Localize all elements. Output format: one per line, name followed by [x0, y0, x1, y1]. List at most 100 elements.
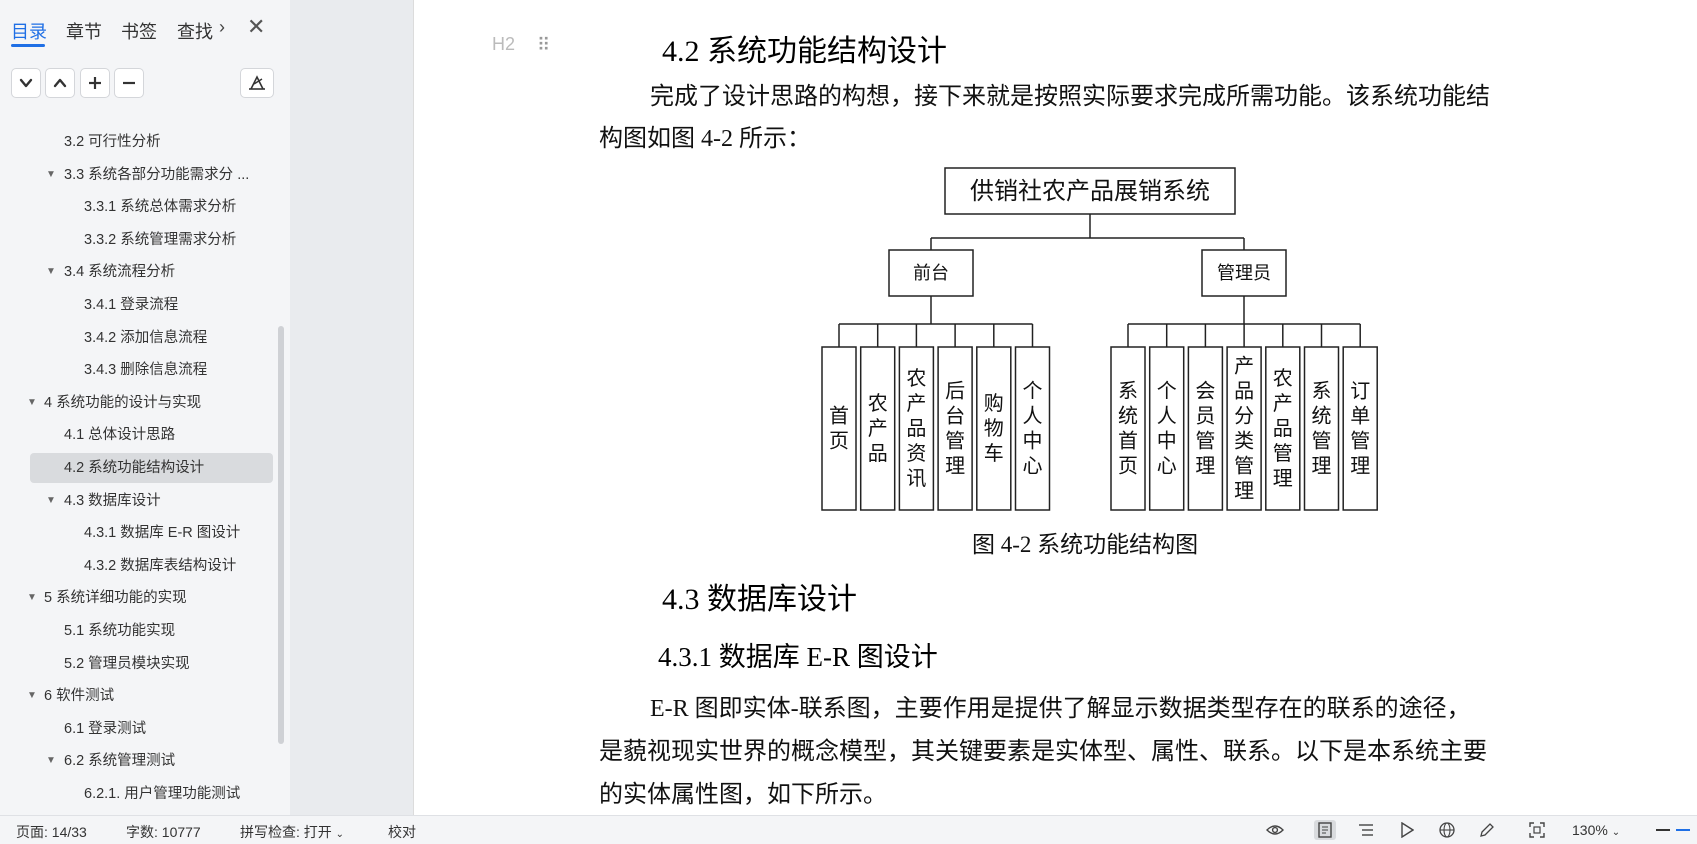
- leaf-char: 管: [1273, 441, 1293, 465]
- leaf-char: 单: [1350, 404, 1370, 428]
- toc-item-label: 3.4.1 登录流程: [84, 297, 179, 313]
- toc-item[interactable]: 3.2 可行性分析: [0, 127, 290, 157]
- leaf-char: 管: [1350, 429, 1370, 453]
- scrollbar[interactable]: [278, 326, 284, 744]
- chevron-down-icon: [19, 78, 33, 88]
- toc-item[interactable]: 3.4.1 登录流程: [0, 290, 290, 320]
- eye-icon[interactable]: [1264, 820, 1286, 840]
- leaf-char: 首: [1118, 429, 1138, 453]
- proofread-button[interactable]: 校对: [388, 824, 416, 840]
- leaf-char: 会: [1195, 379, 1215, 403]
- toc-item[interactable]: 3.4.2 添加信息流程: [0, 323, 290, 353]
- diagram-group-label: 管理员: [1217, 263, 1271, 284]
- expand-triangle-icon[interactable]: ▼: [27, 690, 37, 701]
- tab-bookmarks[interactable]: 书签: [121, 22, 157, 42]
- spellcheck-label: 拼写检查: 打开: [240, 824, 332, 840]
- paragraph-1-line-1: 完成了设计思路的构想，接下来就是按照实际要求完成所需功能。该系统功能结: [650, 84, 1490, 110]
- expand-triangle-icon[interactable]: ▼: [46, 495, 56, 506]
- leaf-char: 系: [1312, 379, 1332, 403]
- toc-item[interactable]: 4.1 总体设计思路: [0, 420, 290, 450]
- web-view-icon[interactable]: [1436, 820, 1458, 840]
- tab-chapters[interactable]: 章节: [66, 22, 102, 42]
- toc-item[interactable]: ▼4 系统功能的设计与实现: [0, 388, 290, 418]
- close-icon[interactable]: ✕: [247, 14, 266, 39]
- toc-item[interactable]: ▼ 5 系统详细功能的实现: [0, 583, 290, 613]
- spellcheck-toggle[interactable]: 拼写检查: 打开 ⌄: [240, 822, 344, 842]
- toc-item[interactable]: 3.3.1 系统总体需求分析: [0, 192, 290, 222]
- diagram-leaf-node: [1014, 346, 1051, 511]
- collapse-all-button[interactable]: [11, 68, 41, 98]
- remove-item-button[interactable]: [114, 68, 144, 98]
- toc-item-label: 6 软件测试: [44, 688, 115, 704]
- toc-item[interactable]: 6.2.1. 用户管理功能测试: [0, 779, 290, 809]
- drag-handle-icon[interactable]: ⠿: [537, 35, 550, 55]
- zoom-value: 130%: [1572, 822, 1608, 838]
- outline-view-icon[interactable]: [1355, 820, 1377, 840]
- page-view-icon[interactable]: [1314, 820, 1336, 840]
- selected-highlight: [30, 453, 273, 483]
- smart-toc-button[interactable]: [240, 68, 274, 98]
- toc-item[interactable]: ▼ 4.3 数据库设计: [0, 486, 290, 516]
- leaf-char: 管: [1234, 454, 1254, 478]
- toc-item-label: 3.3.1 系统总体需求分析: [84, 199, 237, 215]
- diagram-leaf-node: [1110, 346, 1146, 511]
- tab-toc[interactable]: 目录: [11, 22, 47, 42]
- toc-item-label: 5.1 系统功能实现: [64, 623, 176, 639]
- pen-icon[interactable]: [1476, 820, 1498, 840]
- tab-find[interactable]: 查找: [177, 22, 213, 42]
- paragraph-2-line-3: 的实体属性图，如下所示。: [599, 782, 887, 808]
- leaf-char: 理: [945, 454, 965, 478]
- zoom-slider[interactable]: [1676, 820, 1690, 840]
- leaf-char: 页: [1118, 454, 1138, 478]
- toc-item-label: 4.2 系统功能结构设计: [64, 460, 205, 476]
- toc-item[interactable]: 3.3.2 系统管理需求分析: [0, 225, 290, 255]
- document-content: H2 ⠿ 4.2 系统功能结构设计 完成了设计思路的构想，接下来就是按照实际要求…: [414, 0, 1697, 815]
- expand-triangle-icon[interactable]: ▼: [46, 169, 56, 180]
- leaf-char: 人: [1157, 404, 1177, 428]
- zoom-out-icon[interactable]: [1652, 820, 1674, 840]
- expand-all-button[interactable]: [45, 68, 75, 98]
- zoom-level[interactable]: 130% ⌄: [1572, 822, 1620, 838]
- active-tab-indicator: [11, 44, 45, 47]
- page-indicator[interactable]: 页面: 14/33: [16, 824, 87, 840]
- diagram-leaf-node: [1148, 346, 1185, 511]
- expand-triangle-icon[interactable]: ▼: [46, 266, 56, 277]
- expand-triangle-icon[interactable]: ▼: [27, 592, 37, 603]
- fit-screen-icon[interactable]: [1526, 820, 1548, 840]
- leaf-char: 管: [1312, 429, 1332, 453]
- play-icon[interactable]: [1396, 820, 1418, 840]
- toc-item-label: 5.2 管理员模块实现: [64, 656, 190, 672]
- leaf-char: 管: [1195, 429, 1215, 453]
- toc-item[interactable]: 3.4.3 删除信息流程: [0, 355, 290, 385]
- toc-item[interactable]: ▼3.3 系统各部分功能需求分 ...: [0, 160, 290, 190]
- toc-item[interactable]: 5.1 系统功能实现: [0, 616, 290, 646]
- leaf-char: 订: [1350, 379, 1370, 403]
- toc-item-label: 4.3 数据库设计: [64, 493, 161, 509]
- document-page[interactable]: H2 ⠿ 4.2 系统功能结构设计 完成了设计思路的构想，接下来就是按照实际要求…: [413, 0, 1697, 815]
- toc-item-label: 6.2.1. 用户管理功能测试: [84, 786, 241, 802]
- chevron-right-icon[interactable]: ›: [219, 17, 225, 37]
- toc-item[interactable]: 4.3.1 数据库 E-R 图设计: [0, 518, 290, 548]
- toc-item[interactable]: ▼6.2 系统管理测试: [0, 746, 290, 776]
- heading-4-3: 4.3 数据库设计: [662, 583, 857, 616]
- toc-item[interactable]: 6.1 登录测试: [0, 714, 290, 744]
- function-structure-diagram: 供销社农产品展销系统前台首页农产品农产品资讯后台管理购物车个人中心管理员系统首页…: [821, 167, 1378, 511]
- toc-item[interactable]: ▼3.4 系统流程分析: [0, 257, 290, 287]
- toc-item-label: 5 系统详细功能的实现: [44, 590, 187, 606]
- toc-item[interactable]: ▼ 6 软件测试: [0, 681, 290, 711]
- leaf-char: 理: [1273, 466, 1293, 490]
- diagram-leaf-node: [1226, 346, 1262, 511]
- expand-triangle-icon[interactable]: ▼: [27, 397, 37, 408]
- toc-item[interactable]: 4.3.2 数据库表结构设计: [0, 551, 290, 581]
- toc-item[interactable]: 4.2 系统功能结构设计: [0, 453, 290, 483]
- word-count[interactable]: 字数: 10777: [126, 824, 201, 840]
- diagram-leaf-node: [1342, 346, 1378, 511]
- leaf-char: 车: [984, 441, 1004, 465]
- expand-triangle-icon[interactable]: ▼: [46, 755, 56, 766]
- toc-item-label: 4.3.1 数据库 E-R 图设计: [84, 525, 241, 541]
- add-item-button[interactable]: [80, 68, 110, 98]
- leaf-char: 农: [1273, 366, 1293, 390]
- toc-item[interactable]: 5.2 管理员模块实现: [0, 649, 290, 679]
- diagram-leaf-node: [859, 346, 896, 511]
- leaf-char: 后: [945, 379, 965, 403]
